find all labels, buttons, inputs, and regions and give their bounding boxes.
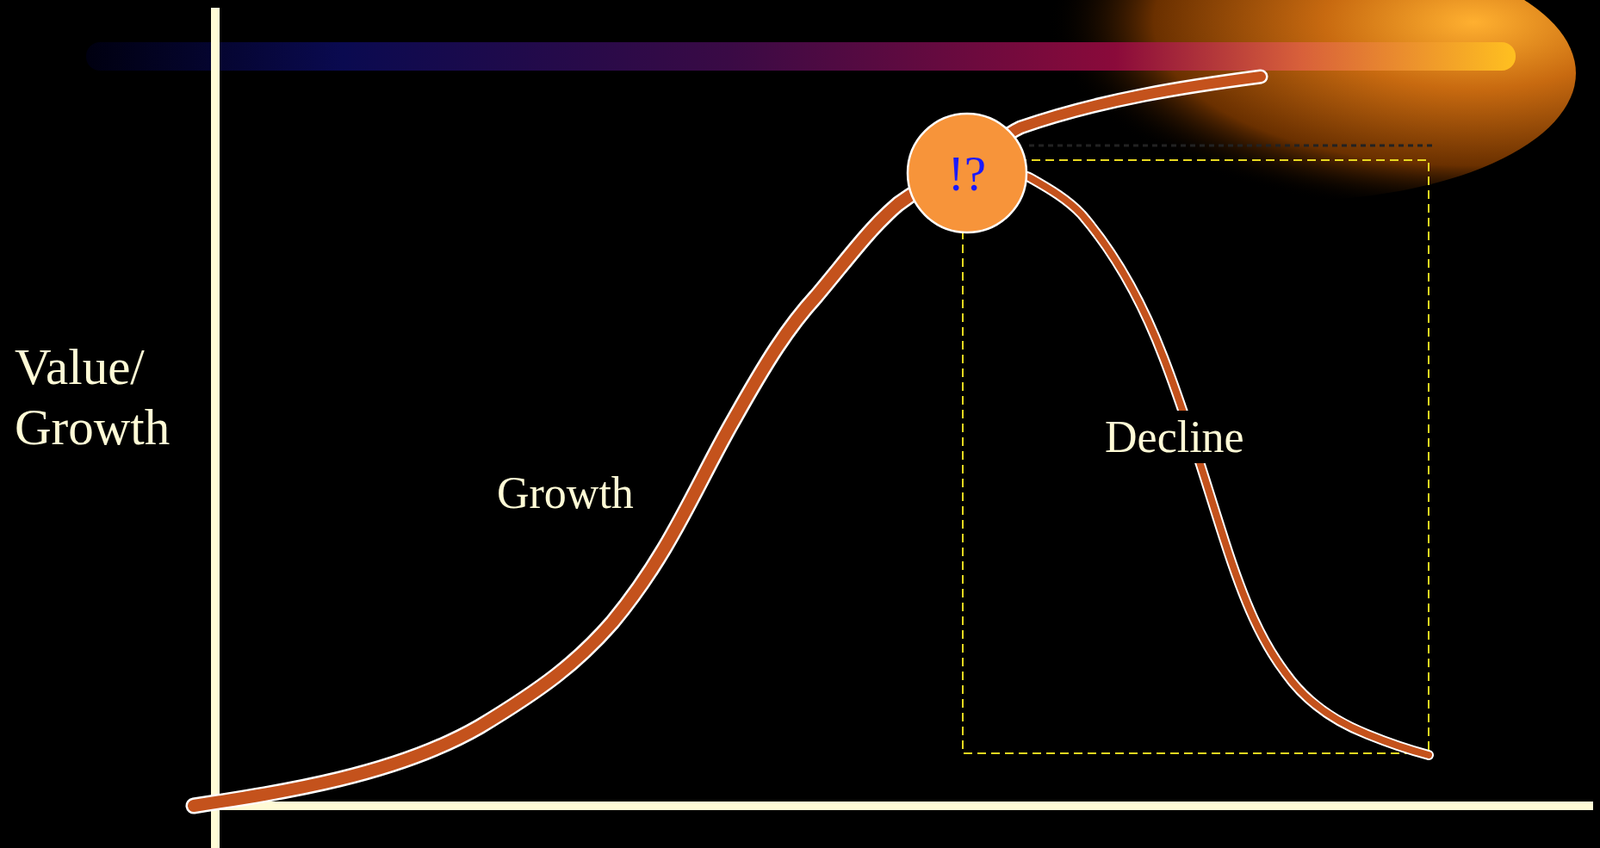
curve-label: Growth <box>495 466 636 520</box>
gradient-bar <box>86 42 1516 71</box>
growth-curve <box>193 173 968 807</box>
y-axis <box>210 7 220 848</box>
marker-circle: !? <box>905 111 1030 236</box>
dashed-region <box>962 160 1429 754</box>
growth-curve-outline <box>193 173 968 807</box>
circle-shape <box>907 113 1027 233</box>
axis-label: Value/ Growth <box>14 337 209 458</box>
x-axis <box>193 801 1594 811</box>
marker-text: !? <box>948 148 987 199</box>
decline-curve <box>990 173 1429 756</box>
curve-label: Decline <box>1103 410 1247 464</box>
dotted-line <box>1029 144 1434 148</box>
decline-curve-outline <box>990 173 1429 756</box>
